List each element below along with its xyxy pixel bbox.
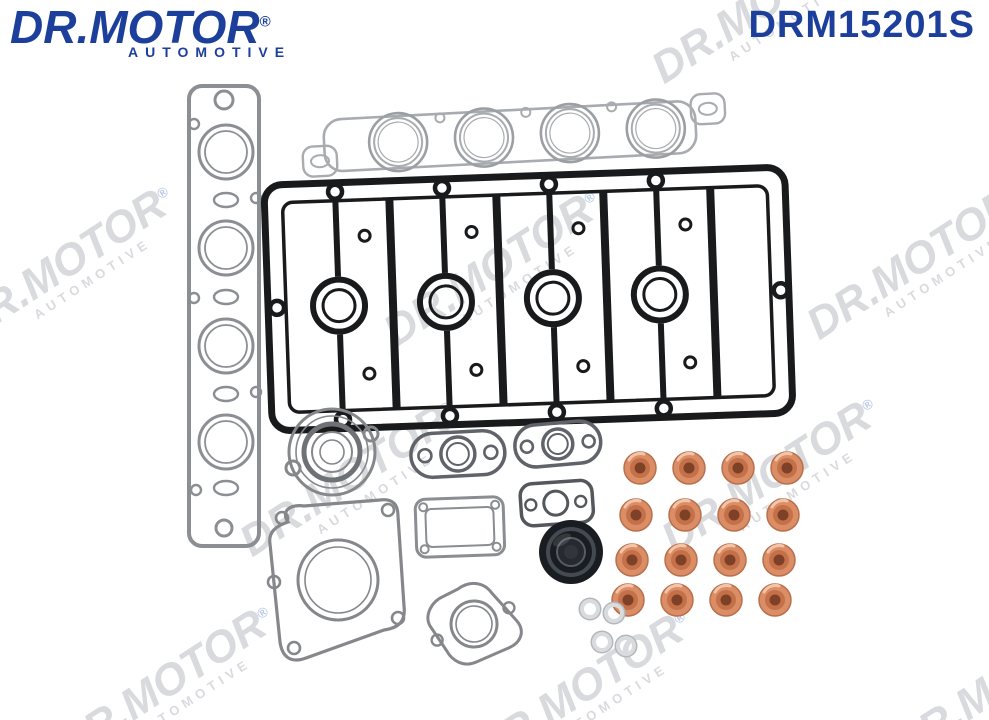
throttle-body-gasket-drawing [266,498,406,662]
intake-manifold-gasket [170,80,278,555]
oval-flange-gasket-2-drawing [513,419,603,469]
watermark-subtext: AUTOMOTIVE [31,235,154,323]
watermark: DR.MOTOR® AUTOMOTIVE [797,175,989,358]
o-rings [574,594,659,667]
camshaft-seal [536,516,606,593]
watermark: DR.MOTOR® AUTOMOTIVE [0,177,189,360]
watermark-text: DR.MOTOR® [882,599,989,720]
watermark: DR.MOTOR® AUTOMOTIVE [882,597,989,720]
throttle-body-gasket [258,498,408,671]
oval-flange-gasket-2 [510,412,607,481]
watermark-text: DR.MOTOR® [47,599,275,720]
watermark-text: DR.MOTOR® [797,177,989,350]
watermark-text: DR.MOTOR® [0,179,175,352]
camshaft-seal-drawing [539,520,603,584]
valve-cover-gasket [258,159,802,445]
oval-flange-gasket-1 [406,421,509,491]
registered-icon: ® [153,182,172,202]
watermark: DR.MOTOR® AUTOMOTIVE [47,597,290,720]
part-number: DRM15201S [748,4,975,46]
o-rings-drawing [578,597,638,658]
rectangular-gasket [411,490,510,568]
thermostat-gasket [420,575,529,673]
oval-flange-gasket-1-drawing [409,428,507,480]
round-flange-gasket [282,406,380,503]
registered-icon: ® [259,13,271,31]
registered-icon: ® [858,394,877,414]
rectangular-gasket-drawing [413,495,507,559]
intake-manifold-gasket-drawing [187,84,263,548]
brand-tagline: AUTOMOTIVE [128,43,292,60]
brand-logo: DR.MOTOR® AUTOMOTIVE [10,4,291,60]
exhaust-manifold-gasket-drawing [301,92,727,178]
watermark-subtext: AUTOMOTIVE [881,233,989,321]
valve-cover-gasket-drawing [260,164,796,434]
brand-name: DR.MOTOR® [10,1,271,53]
watermark-subtext: AUTOMOTIVE [966,655,989,720]
round-flange-gasket-drawing [284,407,380,497]
exhaust-manifold-gasket [298,73,731,200]
thermostat-gasket-drawing [426,581,523,666]
